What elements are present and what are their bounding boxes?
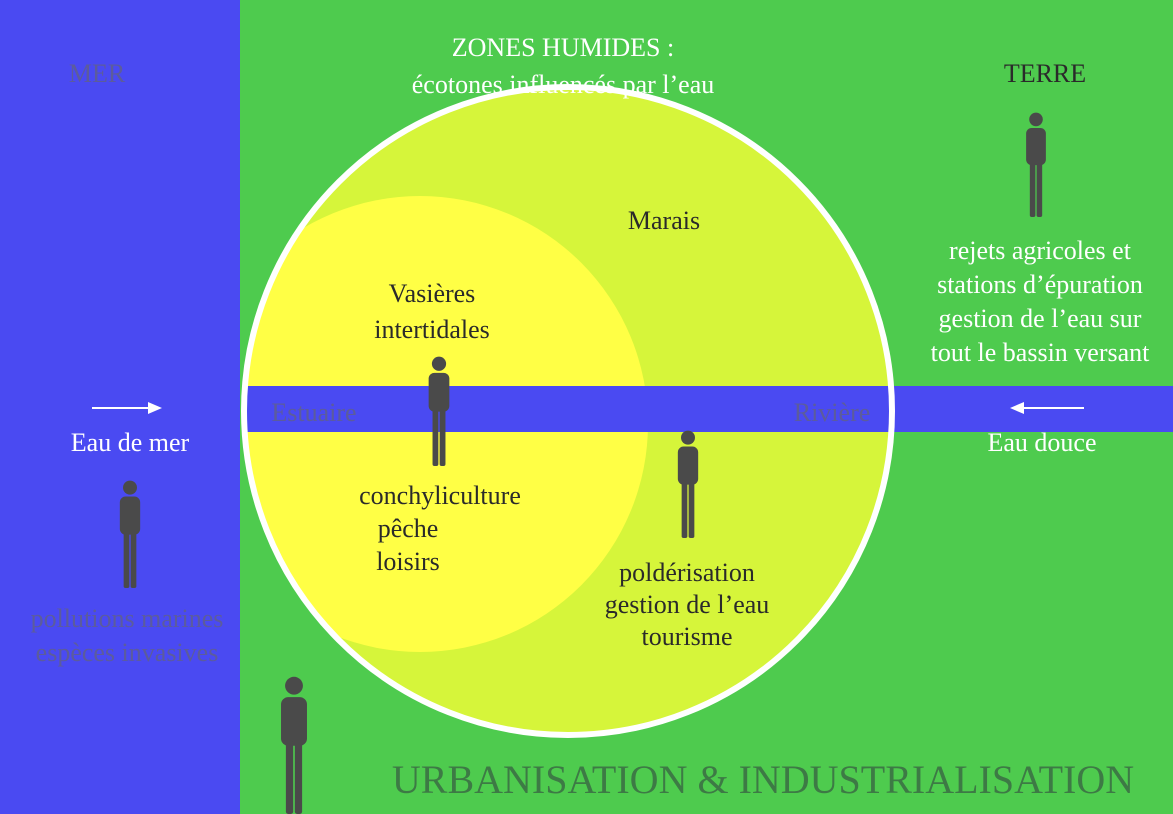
mudflat-use-line-1: conchyliculture xyxy=(359,481,521,510)
sea-label: MER xyxy=(69,59,126,88)
title-line-1: ZONES HUMIDES : xyxy=(452,33,674,62)
estuary-label: Estuaire xyxy=(271,398,356,427)
land-pressure-line-4: tout le bassin versant xyxy=(931,338,1151,367)
mudflat-use-line-3: loisirs xyxy=(376,547,440,576)
mudflat-label-line-1: Vasières xyxy=(389,279,476,308)
sea-flow-label: Eau de mer xyxy=(71,428,190,457)
mudflat-use-line-2: pêche xyxy=(378,514,439,543)
marsh-use-line-3: tourisme xyxy=(642,622,733,651)
urban-label: URBANISATION & INDUSTRIALISATION xyxy=(392,757,1134,802)
marsh-use-line-2: gestion de l’eau xyxy=(605,590,770,619)
river-label: Rivière xyxy=(794,398,871,427)
land-pressure-line-2: stations d’épuration xyxy=(937,270,1143,299)
arrow-right-icon xyxy=(92,402,162,414)
marsh-use-line-1: poldérisation xyxy=(619,558,755,587)
arrow-left-icon xyxy=(1010,402,1084,414)
title-line-2: écotones influencés par l’eau xyxy=(412,70,714,99)
sea-pressure-line-1: pollutions marines xyxy=(31,604,224,633)
land-flow-label: Eau douce xyxy=(987,428,1096,457)
land-label: TERRE xyxy=(1004,59,1086,88)
land-pressure-line-1: rejets agricoles et xyxy=(949,236,1132,265)
mudflat-label-line-2: intertidales xyxy=(374,315,490,344)
marsh-label: Marais xyxy=(628,206,700,235)
sea-pressure-line-2: espèces invasives xyxy=(36,638,219,667)
land-pressure-line-3: gestion de l’eau sur xyxy=(939,304,1142,333)
circle-outline xyxy=(241,84,895,738)
